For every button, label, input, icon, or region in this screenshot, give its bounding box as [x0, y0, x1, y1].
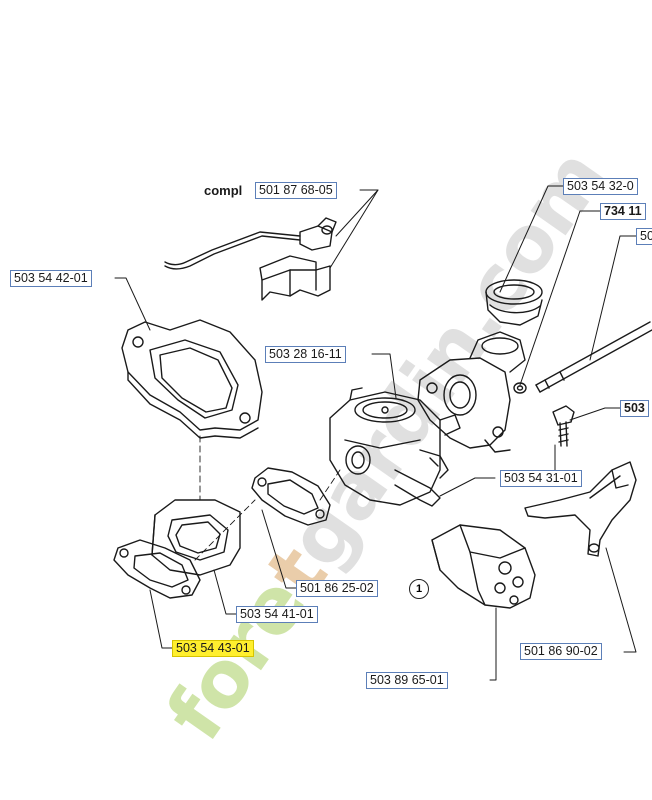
label-top-right-3: 50: [636, 228, 652, 245]
carburetor-part: [329, 387, 461, 507]
alignment-lines: [194, 435, 341, 561]
label-right-mid: 503: [620, 400, 649, 417]
right-gasket-part: [251, 467, 331, 526]
left-gasket-part: [113, 539, 201, 599]
choke-rod-part: [164, 217, 337, 301]
label-top-right-2: 734 11: [600, 203, 646, 220]
rubber-boot-part: [485, 279, 543, 326]
label-top-right-1: 503 54 32-0: [563, 178, 638, 195]
label-gasket-right: 501 86 25-02: [296, 580, 378, 597]
insulator-block-part: [151, 499, 241, 576]
label-compl-kit: 501 87 68-05: [255, 182, 337, 199]
label-left-top: 503 54 42-01: [10, 270, 92, 287]
compl-prefix: compl: [204, 183, 243, 198]
long-rod-part: [535, 321, 652, 393]
screw-part: [552, 405, 575, 447]
label-filter-block: 503 89 65-01: [366, 672, 448, 689]
label-throttle-link: 501 86 90-02: [520, 643, 602, 660]
label-gasket-left-highlighted: 503 54 43-01: [172, 640, 254, 657]
intake-plate-part: [121, 319, 263, 439]
label-carburetor: 503 28 16-11: [265, 346, 346, 363]
reference-circle: 1: [409, 579, 429, 599]
label-insulator: 503 54 41-01: [236, 606, 318, 623]
filter-block-part: [431, 524, 536, 609]
intake-adapter-part: [417, 331, 526, 453]
label-screw-bracket: 503 54 31-01: [500, 470, 582, 487]
leader-lines: [114, 185, 637, 681]
throttle-link-part: [524, 461, 637, 557]
washer-part: [513, 382, 527, 394]
